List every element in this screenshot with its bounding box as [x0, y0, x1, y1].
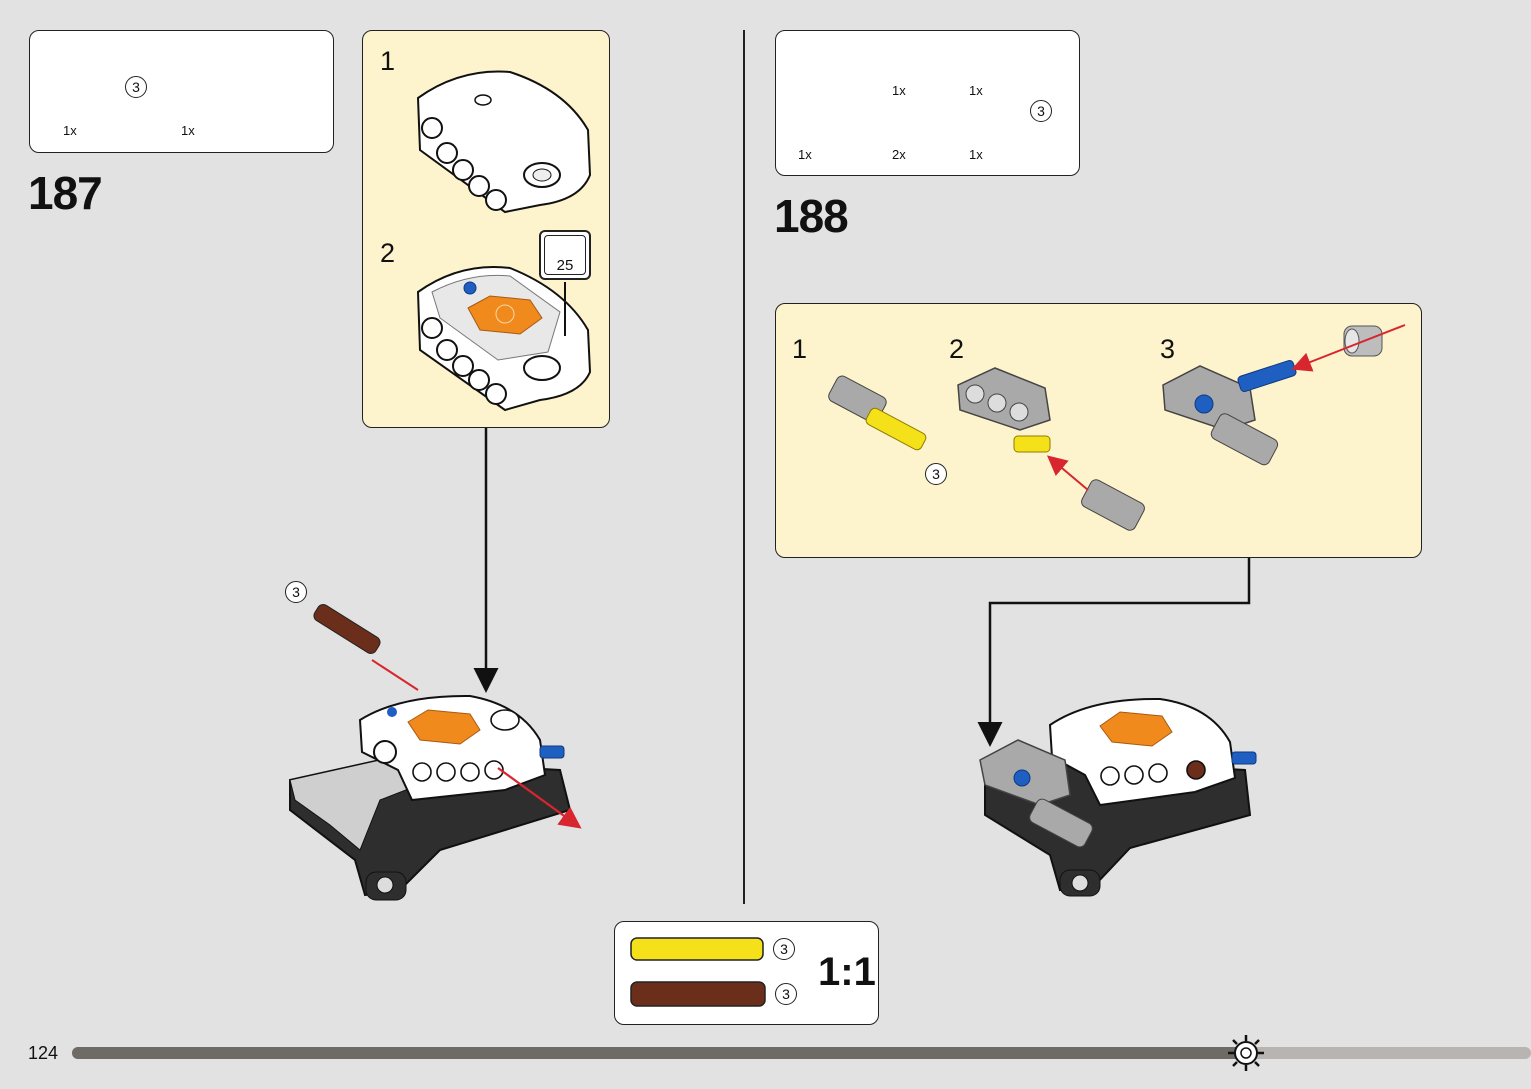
substep-number: 2	[380, 238, 396, 268]
substep-number: 1	[792, 334, 808, 364]
length-badge: 3	[285, 581, 307, 603]
substep3-beam-with-pin	[1162, 324, 1406, 466]
sticker-count: 25	[556, 257, 574, 274]
page-divider	[743, 30, 745, 904]
length-badge: 3	[125, 76, 147, 98]
scale-ratio: 1:1	[818, 950, 876, 994]
substep1-yellow-axle-connector	[828, 375, 927, 451]
scale-brown-axle	[630, 981, 766, 1007]
scale-yellow-axle	[630, 937, 764, 961]
progress-fill	[72, 1047, 1254, 1059]
part-qty: 1x	[63, 123, 77, 138]
sun-gear-icon	[1228, 1035, 1264, 1071]
white-panel-with-sticker-substep2	[416, 266, 592, 412]
part-qty: 2x	[892, 147, 906, 162]
part-qty: 1x	[969, 147, 983, 162]
parts-list-188	[775, 30, 1080, 176]
main-model-187	[289, 604, 582, 901]
part-qty: 1x	[892, 83, 906, 98]
length-badge: 3	[775, 983, 797, 1005]
connector-arrow-188	[977, 558, 1251, 747]
length-badge: 3	[773, 938, 795, 960]
substep2-beam-and-connector	[957, 367, 1145, 531]
page-curl-icon	[544, 235, 586, 275]
parts-list-187	[29, 30, 334, 153]
part-qty: 1x	[798, 147, 812, 162]
substep-number: 1	[380, 46, 396, 76]
length-badge: 3	[925, 463, 947, 485]
page-number: 124	[28, 1043, 59, 1063]
part-qty: 1x	[181, 123, 195, 138]
step-number-188: 188	[774, 190, 849, 242]
substep-number: 2	[949, 334, 965, 364]
substep-number: 3	[1160, 334, 1176, 364]
length-badge: 3	[1030, 100, 1052, 122]
white-panel-substep1	[416, 70, 592, 214]
sticker-callout: 25	[539, 230, 591, 280]
step-number-187: 187	[28, 167, 103, 219]
brown-axle-main	[313, 604, 381, 654]
part-qty: 1x	[969, 83, 983, 98]
main-model-188	[979, 697, 1257, 897]
